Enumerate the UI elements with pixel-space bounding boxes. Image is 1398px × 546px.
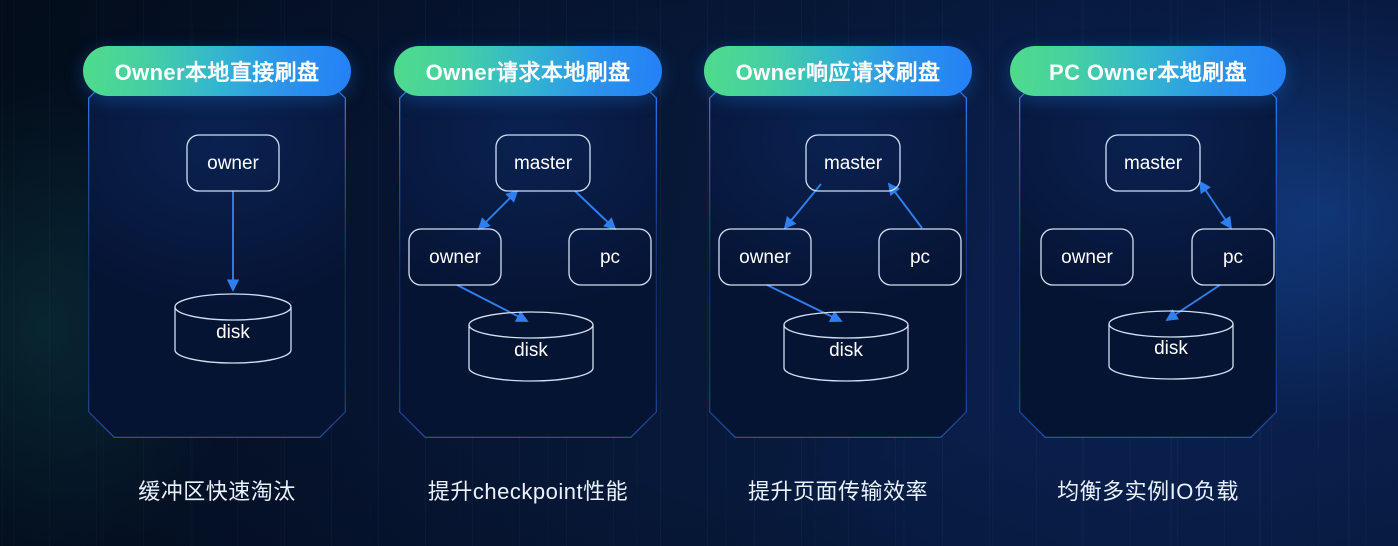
node-master[interactable]: master: [805, 134, 901, 192]
panel-diagram: master owner pc: [709, 118, 967, 438]
node-owner[interactable]: owner: [1040, 228, 1134, 286]
node-master[interactable]: master: [495, 134, 591, 192]
panel-caption-1: 缓冲区快速淘汰: [138, 479, 296, 504]
panel-title-pill: PC Owner本地刷盘: [1010, 46, 1286, 96]
panel-frame: [1019, 72, 1277, 438]
node-owner-label: owner: [739, 247, 791, 268]
panel-frame-inner: [400, 73, 655, 436]
node-disk-label: disk: [829, 340, 863, 361]
node-disk[interactable]: disk: [1108, 310, 1234, 380]
node-disk[interactable]: disk: [783, 311, 909, 382]
node-owner-label: owner: [429, 247, 481, 268]
edge-owner-disk: [456, 284, 529, 322]
panel-pc-owner-local-flush[interactable]: PC Owner本地刷盘 master: [1010, 46, 1286, 438]
edge-master-pc: [574, 190, 617, 231]
edge-pc-disk: [1165, 284, 1221, 322]
panel-title-text: PC Owner本地刷盘: [1049, 60, 1247, 85]
panel-title-text: Owner本地直接刷盘: [114, 60, 320, 85]
edge-pc-master: [887, 182, 923, 229]
panel-frame: [709, 72, 967, 438]
node-master-label: master: [1124, 153, 1183, 174]
panel-caption-2: 提升checkpoint性能: [427, 479, 629, 504]
panel-title-pill: Owner响应请求刷盘: [704, 46, 972, 96]
panel-frame-inner: [1020, 73, 1275, 436]
node-pc[interactable]: pc: [568, 228, 652, 286]
panel-frame-inner: [710, 73, 965, 436]
panel-frame: [88, 72, 346, 438]
node-owner-label: owner: [1061, 247, 1113, 268]
panel-title-text: Owner响应请求刷盘: [735, 60, 941, 85]
node-disk-label: disk: [216, 322, 250, 343]
node-owner[interactable]: owner: [186, 134, 280, 192]
panel-diagram: master owner pc: [399, 118, 657, 438]
node-pc-label: pc: [1223, 247, 1243, 268]
node-disk[interactable]: disk: [468, 311, 594, 382]
panel-title-pill: Owner请求本地刷盘: [394, 46, 662, 96]
node-owner-label: owner: [207, 153, 259, 174]
edge-owner-master: [477, 189, 519, 231]
node-pc[interactable]: pc: [878, 228, 962, 286]
panel-diagram: owner disk: [88, 118, 346, 438]
panel-owner-request-local-flush[interactable]: Owner请求本地刷盘: [399, 46, 657, 438]
node-pc-label: pc: [600, 247, 620, 268]
edge-master-owner: [783, 183, 822, 230]
panel-caption-4: 均衡多实例IO负载: [1057, 479, 1239, 504]
node-pc[interactable]: pc: [1191, 228, 1275, 286]
node-master[interactable]: master: [1105, 134, 1201, 192]
panel-frame-inner: [89, 73, 344, 436]
panel-diagram: master owner pc: [1019, 118, 1277, 438]
node-owner[interactable]: owner: [718, 228, 812, 286]
panel-caption-3: 提升页面传输效率: [747, 479, 928, 504]
node-pc-label: pc: [910, 247, 930, 268]
panel-frame: [399, 72, 657, 438]
edge-master-pc: [1198, 180, 1233, 230]
panel-title-pill: Owner本地直接刷盘: [83, 46, 351, 96]
node-master-label: master: [824, 153, 883, 174]
node-master-label: master: [514, 153, 573, 174]
node-disk-label: disk: [514, 340, 548, 361]
panel-title-text: Owner请求本地刷盘: [425, 60, 631, 85]
edge-owner-disk: [766, 284, 843, 322]
panel-owner-respond-request-flush[interactable]: Owner响应请求刷盘: [709, 46, 967, 438]
node-owner[interactable]: owner: [408, 228, 502, 286]
node-disk-label: disk: [1154, 338, 1188, 359]
panel-owner-local-direct-flush[interactable]: Owner本地直接刷盘 owner: [88, 46, 346, 438]
node-disk[interactable]: disk: [174, 293, 292, 364]
